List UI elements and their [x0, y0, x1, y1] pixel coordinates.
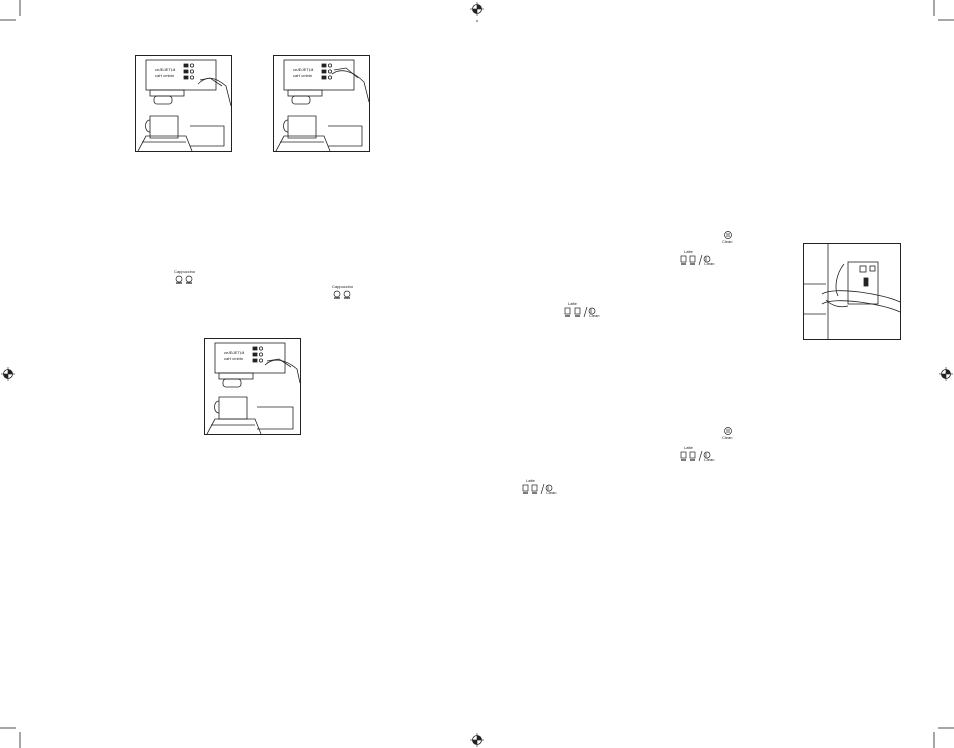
clean-button: Clean — [722, 426, 736, 442]
clean-label: Clean — [722, 435, 733, 440]
latte-clean-buttons: Latte Clean — [680, 250, 716, 266]
registration-mark-icon — [470, 733, 484, 747]
latte-label: Latte — [526, 478, 535, 483]
registration-mark-icon — [1, 367, 15, 381]
clean-label: Clean — [589, 313, 600, 318]
cappuccino-latte-label: Cappuccino — [332, 284, 354, 289]
brand-label: caH cmbtn — [293, 73, 313, 78]
brand-label: ceÆ/ÆT‡å — [155, 67, 176, 72]
latte-label: Latte — [568, 301, 577, 306]
water-tank-illustration — [803, 243, 901, 340]
latte-label: Latte — [684, 249, 693, 254]
machine-illustration-3: ceÆ/ÆT‡å caH cmbtn — [204, 338, 301, 435]
cappuccino-latte-buttons: Cappuccino — [332, 285, 356, 301]
clean-label: Clean — [546, 490, 557, 495]
clean-label: Clean — [704, 261, 715, 266]
clean-label: Clean — [722, 239, 733, 244]
clean-label: Clean — [704, 457, 715, 462]
brand-label: caH cmbtn — [155, 73, 175, 78]
brand-label: ceÆ/ÆT‡å — [293, 67, 314, 72]
cappuccino-latte-buttons: Cappuccino — [174, 270, 198, 286]
machine-illustration-2: ceÆ/ÆT‡å caH cmbtn — [273, 55, 370, 152]
clean-button: Clean — [722, 230, 736, 246]
latte-clean-buttons: Latte Clean — [680, 446, 716, 462]
latte-label: Latte — [684, 445, 693, 450]
registration-mark-icon — [470, 2, 484, 16]
cappuccino-latte-label: Cappuccino — [174, 269, 196, 274]
latte-clean-buttons: Latte Clean — [522, 479, 560, 495]
brand-label: caH cmbtn — [224, 356, 244, 361]
machine-illustration-1: ceÆ/ÆT‡å caH cmbtn — [135, 55, 232, 152]
brand-label: ceÆ/ÆT‡å — [224, 350, 245, 355]
registration-mark-icon — [939, 367, 953, 381]
latte-clean-buttons: Latte Clean — [564, 302, 604, 318]
